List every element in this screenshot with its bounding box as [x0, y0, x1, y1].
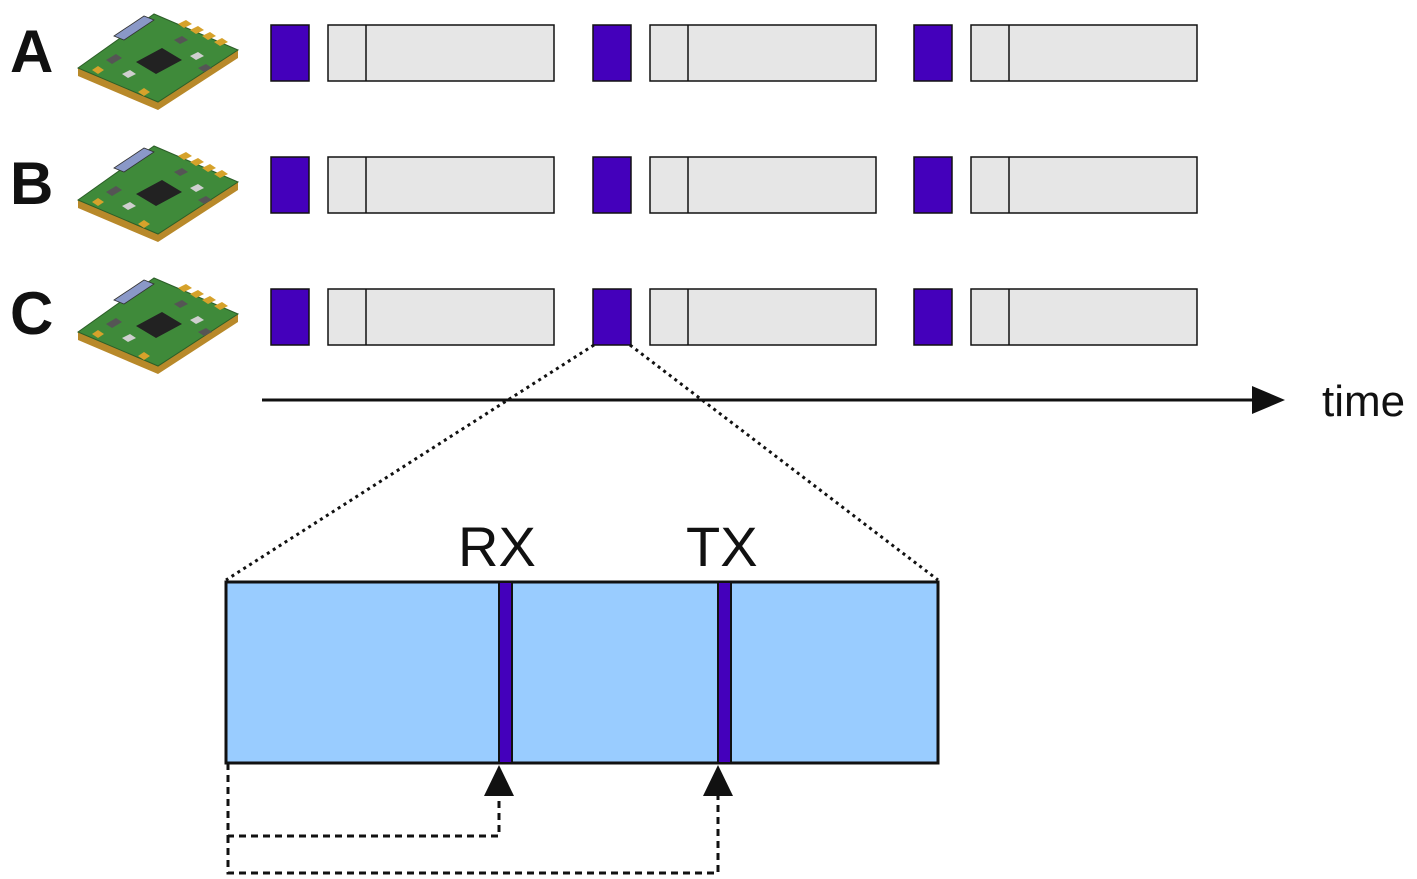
active-slot: [913, 156, 953, 214]
active-slot: [270, 288, 310, 346]
circuit-board-icon: [77, 145, 239, 243]
node-label: A: [10, 18, 53, 85]
zoomed-slot-body: [224, 580, 940, 765]
time-axis: time: [262, 377, 1405, 426]
arrow-up-icon: [703, 765, 733, 796]
tx-label: TX: [686, 515, 758, 578]
node-row-b: B: [10, 145, 1198, 243]
schedule-track: [270, 156, 1198, 214]
zoom-projection: [225, 343, 939, 582]
active-slot: [592, 156, 632, 214]
node-label: C: [10, 280, 53, 347]
active-slot: [270, 24, 310, 82]
sleep-period: [649, 156, 877, 214]
zoom-line-left: [225, 343, 595, 582]
sleep-period: [970, 288, 1198, 346]
schedule-track: [270, 288, 1198, 346]
node-row-c: C: [10, 277, 1198, 375]
active-slot-zoomed: [592, 288, 632, 346]
zoomed-slot: RX TX: [224, 515, 940, 765]
active-slot: [913, 288, 953, 346]
arrow-right-icon: [1252, 386, 1285, 414]
tx-offset-line: [226, 795, 720, 875]
rx-label: RX: [458, 515, 536, 578]
time-axis-label: time: [1322, 377, 1405, 426]
node-label: B: [10, 150, 53, 217]
rx-window: [498, 581, 513, 764]
sleep-period: [327, 24, 555, 82]
zoom-line-right: [629, 343, 939, 582]
offset-arrows: [226, 763, 733, 875]
schedule-track: [270, 24, 1198, 82]
circuit-board-icon: [77, 277, 239, 375]
tx-window: [717, 581, 732, 764]
active-slot: [913, 24, 953, 82]
sleep-period: [327, 156, 555, 214]
active-slot: [270, 156, 310, 214]
arrow-up-icon: [484, 765, 514, 796]
sleep-period: [327, 288, 555, 346]
sleep-period: [649, 24, 877, 82]
node-row-a: A: [10, 13, 1198, 111]
sleep-period: [970, 156, 1198, 214]
sleep-period: [649, 288, 877, 346]
rx-offset-line: [226, 763, 501, 838]
active-slot: [592, 24, 632, 82]
sleep-period: [970, 24, 1198, 82]
circuit-board-icon: [77, 13, 239, 111]
